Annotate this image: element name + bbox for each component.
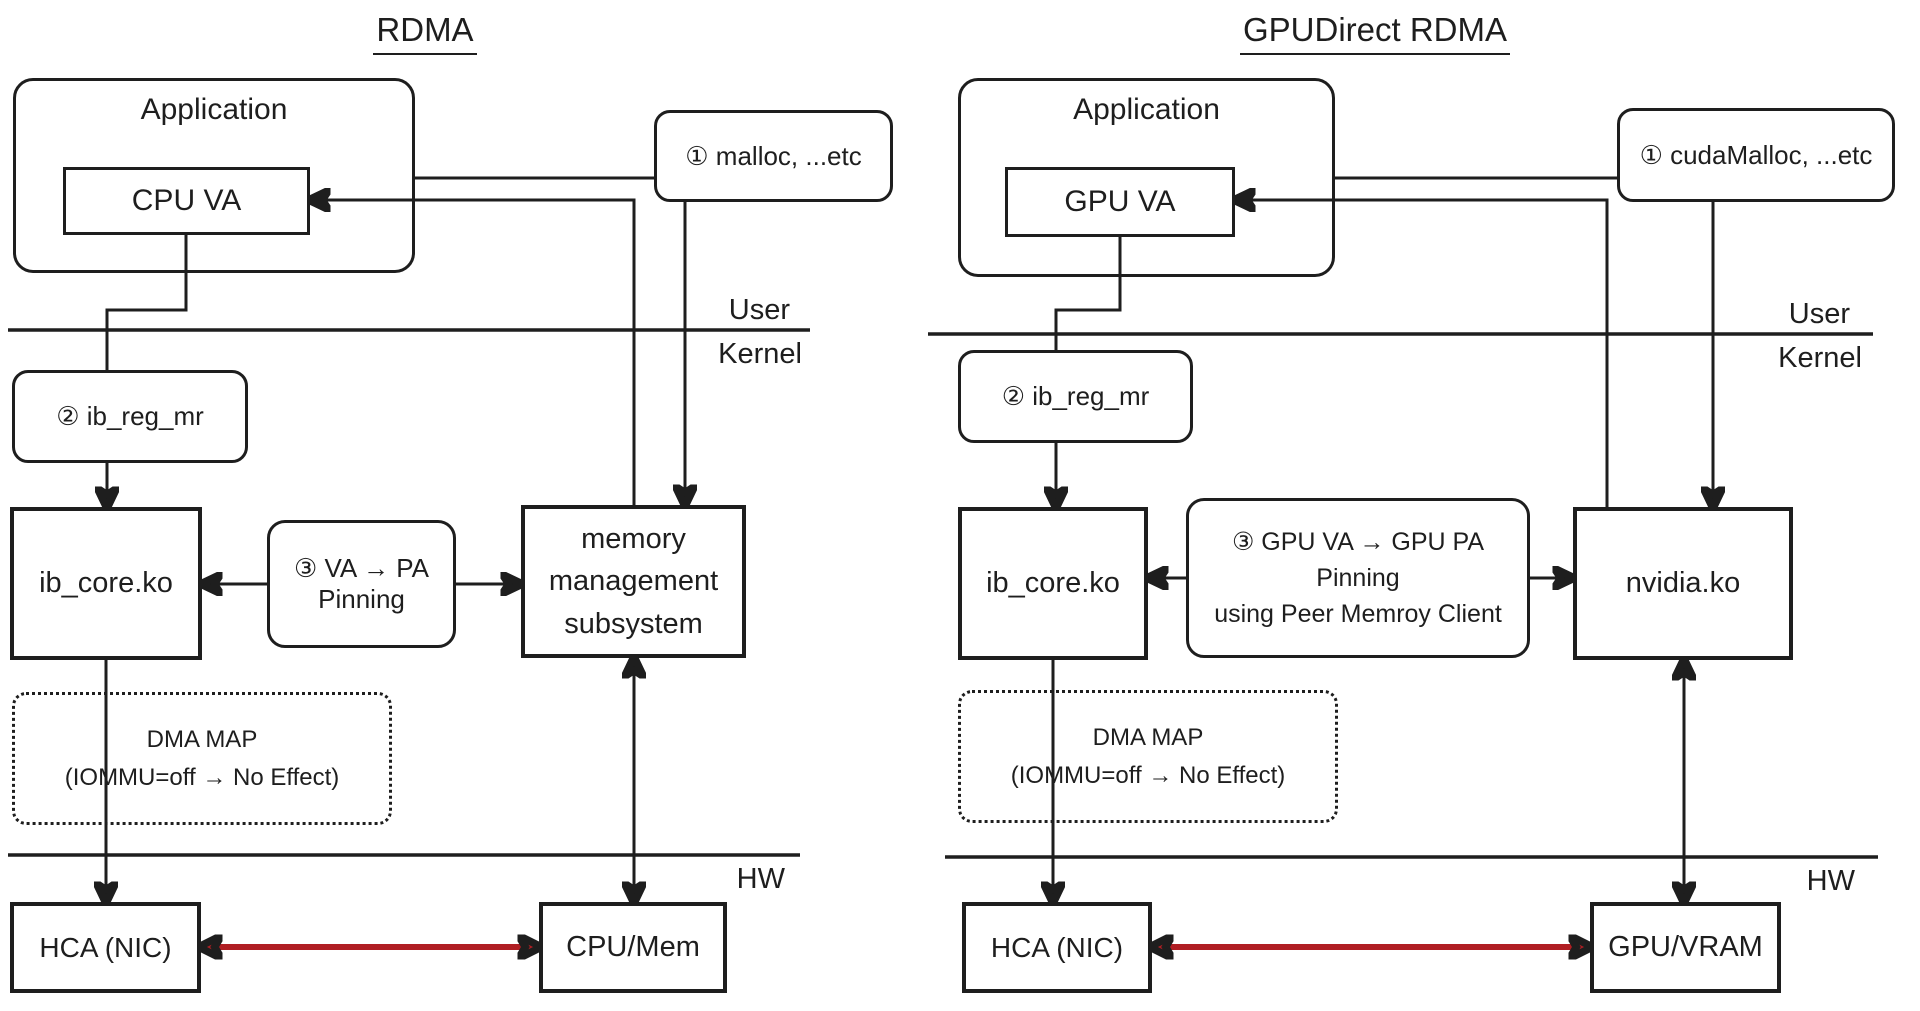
hca-nic-box-right: HCA (NIC): [962, 902, 1152, 993]
application-box-left: Application: [13, 78, 415, 273]
line-memory-to-cpuva-arrow: [310, 200, 636, 505]
cudamalloc-note-box: ① cudaMalloc, ...etc: [1617, 108, 1895, 202]
application-label-right: Application: [1073, 93, 1220, 126]
malloc-note-box: ① malloc, ...etc: [654, 110, 893, 202]
ib-reg-mr-box-left: ② ib_reg_mr: [12, 370, 248, 463]
ib-core-box-left: ib_core.ko: [10, 507, 202, 660]
user-label-right: User: [1788, 298, 1850, 330]
ib-core-box-right: ib_core.ko: [958, 507, 1148, 660]
diagram-title-right: GPUDirect RDMA: [1180, 10, 1570, 55]
kernel-label-left: Kernel: [718, 338, 802, 370]
nvidia-ko-box: nvidia.ko: [1573, 507, 1793, 660]
dma-map-box-left: DMA MAP (IOMMU=off → No Effect): [12, 692, 392, 825]
diagram-title-left: RDMA: [280, 10, 570, 55]
kernel-label-right: Kernel: [1778, 342, 1862, 374]
cpu-mem-box: CPU/Mem: [539, 902, 727, 993]
line-gpuva-to-ibregmr: [1054, 237, 1122, 350]
cpu-va-box: CPU VA: [63, 167, 310, 235]
dma-map-box-right: DMA MAP (IOMMU=off → No Effect): [958, 690, 1338, 823]
gpu-va-box: GPU VA: [1005, 167, 1235, 237]
pinning-note-box-right: ③ GPU VA → GPU PA Pinning using Peer Mem…: [1186, 498, 1530, 658]
user-label-left: User: [728, 294, 790, 326]
application-label-left: Application: [140, 93, 288, 126]
ib-reg-mr-box-right: ② ib_reg_mr: [958, 350, 1193, 443]
hw-label-left: HW: [736, 863, 785, 895]
pinning-note-box-left: ③ VA → PA Pinning: [267, 520, 456, 648]
hw-label-right: HW: [1806, 865, 1855, 897]
hca-nic-box-left: HCA (NIC): [10, 902, 201, 993]
application-box-right: Application: [958, 78, 1335, 277]
line-nvidia-to-gpuva-arrow: [1235, 200, 1609, 507]
gpu-vram-box: GPU/VRAM: [1590, 902, 1781, 993]
memory-subsystem-box: memory management subsystem: [521, 505, 746, 658]
